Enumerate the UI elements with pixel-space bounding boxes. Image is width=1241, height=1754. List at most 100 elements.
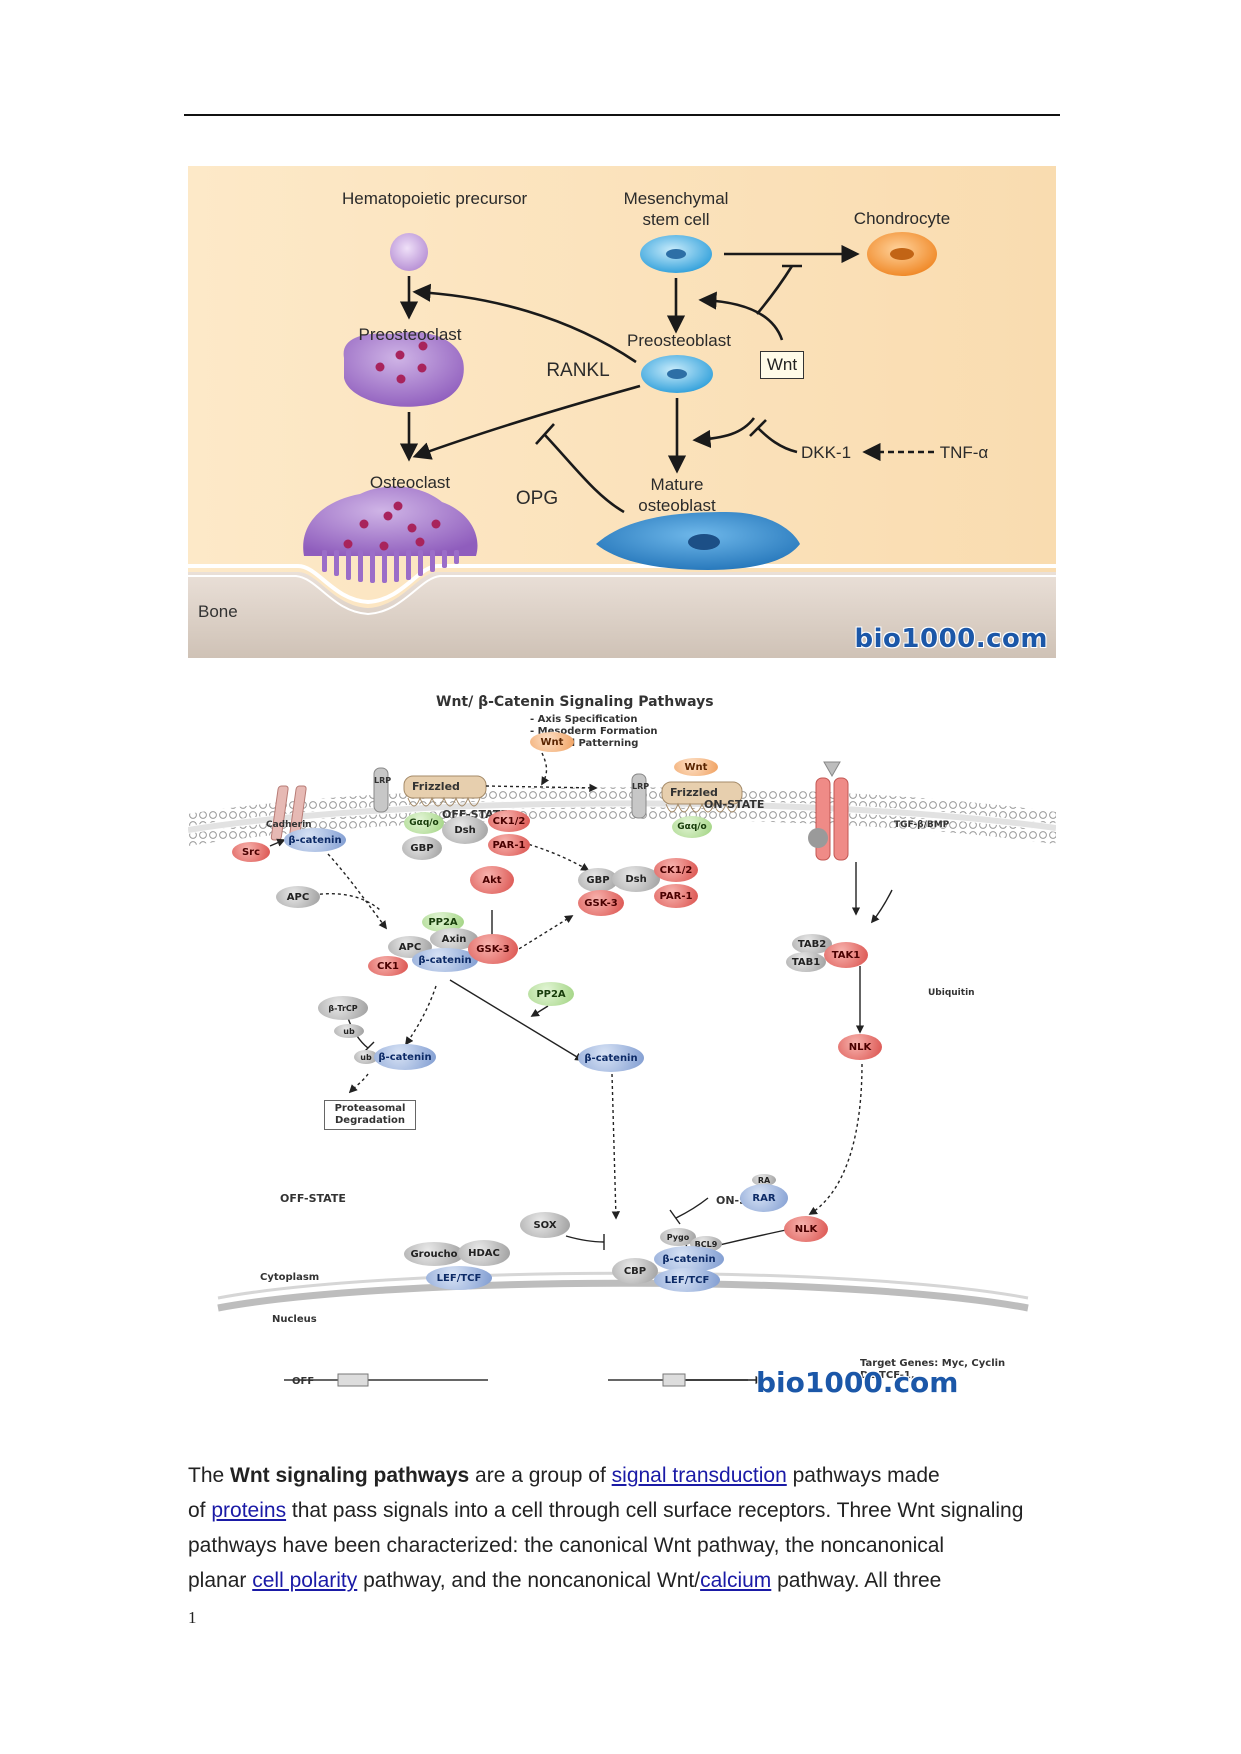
label-rankl: RANKL xyxy=(546,360,610,381)
node-cbp: CBP xyxy=(612,1258,658,1284)
node-ra: RA xyxy=(752,1174,776,1186)
label-nucleus: Nucleus xyxy=(272,1314,317,1325)
body-paragraph: The Wnt signaling pathways are a group o… xyxy=(188,1458,1068,1598)
node-tab1: TAB1 xyxy=(786,952,826,972)
node-lrp-off: LRP xyxy=(374,776,392,785)
text-segment: pathway, and the noncanonical Wnt/ xyxy=(357,1569,701,1592)
bone-remodeling-figure: Hematopoietic precursor Mesenchymal stem… xyxy=(188,166,1056,658)
label-on-state-top: ON-STATE xyxy=(704,798,765,811)
label-cytoplasm: Cytoplasm xyxy=(260,1272,320,1283)
node-gbp-off: GBP xyxy=(402,836,442,860)
node-hdac: HDAC xyxy=(458,1240,510,1266)
subtitle-axis: - Axis Specification xyxy=(530,714,638,725)
text-segment: that pass signals into a cell through ce… xyxy=(286,1499,1024,1522)
bone-remodeling-diagram xyxy=(188,166,1056,658)
label-tgf: TGF-β/BMP xyxy=(894,820,950,830)
text-segment: The xyxy=(188,1464,231,1487)
node-galpha-off: Gαq/o xyxy=(404,812,444,834)
node-wnt-bound: Wnt xyxy=(674,758,718,776)
label-preosteoclast: Preosteoclast xyxy=(358,325,462,344)
node-gsk3-complex: GSK-3 xyxy=(468,934,518,964)
node-dsh-off: Dsh xyxy=(442,816,488,844)
node-tak1: TAK1 xyxy=(824,942,868,968)
label-bone: Bone xyxy=(198,602,238,621)
label-preosteoblast: Preosteoblast xyxy=(627,331,731,350)
proteasomal-degradation-box: Proteasomal Degradation xyxy=(324,1100,416,1130)
wnt-pathway-figure: Wnt/ β-Catenin Signaling Pathways - Axis… xyxy=(188,690,1056,1418)
bold-term: Wnt signaling pathways xyxy=(230,1464,470,1487)
label-target-genes: Target Genes: Myc, Cyclin D1,TCF-1, xyxy=(860,1358,1006,1381)
node-frizzled-off: Frizzled xyxy=(412,780,460,793)
wnt-box: Wnt xyxy=(760,351,804,379)
label-cadherin: Cadherin xyxy=(266,820,312,830)
wnt-pathway-diagram xyxy=(188,752,1056,1387)
node-akt: Akt xyxy=(470,866,514,894)
subtitle-mesoderm: - Mesoderm Formation xyxy=(530,726,658,737)
node-beta-catenin-off: β-catenin xyxy=(374,1044,436,1070)
node-rar: RAR xyxy=(740,1184,788,1212)
text-segment: are a group of xyxy=(469,1464,612,1487)
node-nlk-cytoplasm: NLK xyxy=(838,1034,882,1060)
label-ubiquitin: Ubiquitin xyxy=(928,988,975,998)
node-sox: SOX xyxy=(520,1212,570,1238)
node-groucho: Groucho xyxy=(404,1242,464,1266)
node-ck12-off: CK1/2 xyxy=(488,810,530,832)
osteoclast-cell xyxy=(303,486,478,556)
node-beta-catenin-nucleus: β-catenin xyxy=(654,1246,724,1272)
node-apc-free: APC xyxy=(276,886,320,908)
node-par1-off: PAR-1 xyxy=(488,834,530,856)
node-beta-trcp: β-TrCP xyxy=(318,996,368,1020)
node-pp2a-free: PP2A xyxy=(528,982,574,1006)
node-lrp-on: LRP xyxy=(632,782,650,791)
node-galpha-on: Gαq/o xyxy=(672,816,712,838)
hematopoietic-cell xyxy=(390,233,428,271)
node-pp2a-complex: PP2A xyxy=(422,912,464,932)
page-number: 1 xyxy=(188,1608,197,1627)
label-chondrocyte: Chondrocyte xyxy=(853,209,951,228)
node-dsh-on: Dsh xyxy=(612,866,660,892)
text-segment: pathways made xyxy=(786,1464,940,1487)
node-ck1: CK1 xyxy=(368,956,408,976)
node-axin: Axin xyxy=(430,928,478,950)
link-cell-polarity[interactable]: cell polarity xyxy=(252,1569,358,1592)
label-mature-osteoblast: Mature osteoblast xyxy=(638,475,716,515)
watermark-2: bio1000.com xyxy=(756,1366,959,1399)
label-off-gene: OFF xyxy=(292,1376,315,1387)
node-ub-free: ub xyxy=(334,1024,364,1038)
subtitle-neural: - Neural Patterning xyxy=(530,738,639,749)
link-proteins[interactable]: proteins xyxy=(211,1499,287,1522)
node-beta-catenin-on: β-catenin xyxy=(578,1044,644,1072)
node-src: Src xyxy=(232,842,270,862)
text-segment: of xyxy=(188,1499,212,1522)
paragraph-line-1: The Wnt signaling pathways are a group o… xyxy=(188,1458,1068,1493)
node-pygo: Pygo xyxy=(660,1228,696,1246)
text-segment: pathway. All three xyxy=(771,1569,942,1592)
node-par1-on: PAR-1 xyxy=(654,884,698,908)
label-off-state-mid: OFF-STATE xyxy=(280,1192,346,1205)
node-lef-tcf-on: LEF/TCF xyxy=(654,1268,720,1292)
header-rule xyxy=(184,114,1060,116)
node-gsk3-on: GSK-3 xyxy=(578,890,624,916)
link-signal-transduction[interactable]: signal transduction xyxy=(611,1464,787,1487)
node-tab2: TAB2 xyxy=(792,934,832,954)
paragraph-line-2: of proteins that pass signals into a cel… xyxy=(188,1493,1068,1528)
watermark: bio1000.com xyxy=(854,624,1048,654)
label-dkk1: DKK-1 xyxy=(800,443,852,462)
node-ck12-on: CK1/2 xyxy=(654,858,698,882)
node-ub-bound: ub xyxy=(354,1050,378,1064)
node-lef-tcf-off: LEF/TCF xyxy=(426,1266,492,1290)
paragraph-line-4: planar cell polarity pathway, and the no… xyxy=(188,1563,1068,1598)
preosteoclast-cell xyxy=(343,332,464,407)
label-hematopoietic: Hematopoietic precursor xyxy=(342,189,528,208)
label-mesenchymal: Mesenchymal stem cell xyxy=(623,189,729,229)
link-calcium[interactable]: calcium xyxy=(700,1569,772,1592)
label-tnf: TNF-α xyxy=(939,443,989,462)
node-nlk-nucleus: NLK xyxy=(784,1216,828,1242)
node-beta-catenin-membrane: β-catenin xyxy=(284,828,346,852)
node-beta-catenin-complex: β-catenin xyxy=(412,948,478,972)
label-opg: OPG xyxy=(515,488,559,509)
paragraph-line-3: pathways have been characterized: the ca… xyxy=(188,1534,945,1557)
pathway-title: Wnt/ β-Catenin Signaling Pathways xyxy=(436,694,714,710)
node-wnt-ligand: Wnt xyxy=(530,732,574,752)
node-gbp-on: GBP xyxy=(578,868,618,892)
